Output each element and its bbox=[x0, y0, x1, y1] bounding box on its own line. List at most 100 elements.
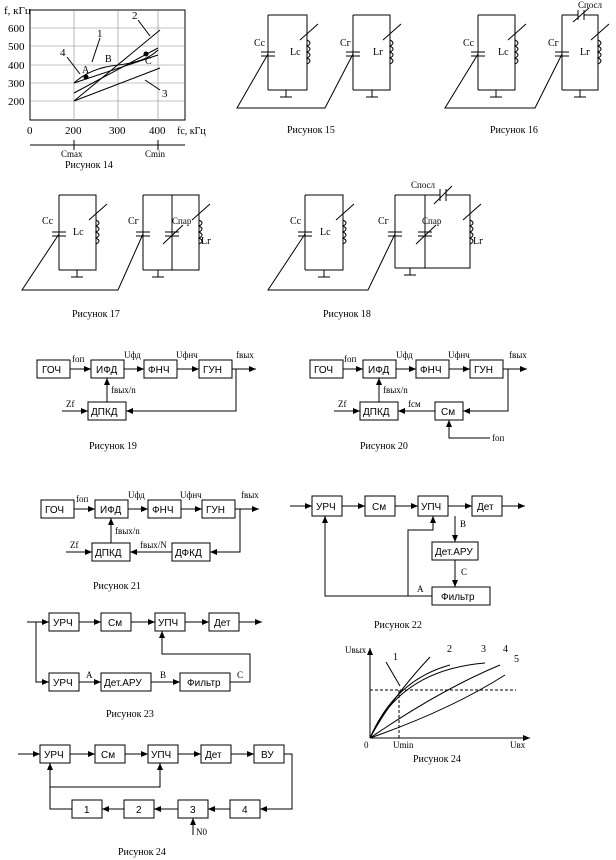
fig18-cpar: Cпар bbox=[422, 216, 442, 226]
fig19-ifd: ИФД bbox=[96, 365, 117, 376]
fig21-fdiv: fвых/n bbox=[115, 526, 140, 536]
fig15-caption: Рисунок 15 bbox=[287, 125, 335, 136]
fig14-caption: Рисунок 14 bbox=[65, 160, 113, 171]
fig19-fnch: ФНЧ bbox=[148, 365, 170, 376]
fig23-filter: Фильтр bbox=[187, 678, 221, 689]
fig14-leader-3 bbox=[144, 79, 161, 91]
fig20-fop2: fоп bbox=[492, 433, 504, 443]
fig20-goch: ГОЧ bbox=[314, 365, 333, 376]
fig24b-sm: См bbox=[101, 750, 115, 761]
fig22-detaru: Дет.АРУ bbox=[435, 547, 473, 558]
fig19-dpkd: ДПКД bbox=[91, 407, 118, 418]
fig21-ufnch: Uфнч bbox=[180, 490, 202, 500]
fig18-caption: Рисунок 18 bbox=[323, 309, 371, 320]
fig19-fop: fоп bbox=[72, 354, 84, 364]
fig19-fdiv: fвых/n bbox=[111, 385, 136, 395]
fig19-gun: ГУН bbox=[203, 365, 222, 376]
fig14-cmax: Cmax bbox=[61, 149, 83, 159]
figure-24-graph bbox=[367, 648, 530, 741]
fig14-leader-4 bbox=[66, 56, 81, 75]
fig16-cg: Cг bbox=[548, 38, 559, 49]
fig14-ytick: 500 bbox=[8, 41, 25, 53]
fig14-leader-1 bbox=[91, 37, 101, 63]
figure-16 bbox=[444, 7, 610, 109]
fig23-urch: УРЧ bbox=[53, 618, 73, 629]
figure-19 bbox=[36, 359, 256, 421]
figure-17 bbox=[21, 194, 211, 291]
fig15-link bbox=[236, 53, 354, 109]
fig15-coil-lg bbox=[388, 39, 394, 65]
fig22-upch: УПЧ bbox=[421, 502, 441, 513]
fig22-urch: УРЧ bbox=[316, 502, 336, 513]
fig24-curve-3 bbox=[369, 662, 486, 739]
fig24b-caption: Рисунок 24 bbox=[118, 847, 166, 858]
fig17-lc: Lс bbox=[73, 227, 84, 238]
fig19-ufd: Uфд bbox=[124, 350, 141, 360]
fig18-lg: Lг bbox=[473, 236, 483, 247]
fig16-caption: Рисунок 16 bbox=[490, 125, 538, 136]
fig22-sm: См bbox=[372, 502, 386, 513]
fig21-goch: ГОЧ bbox=[45, 505, 64, 516]
fig24b-vu: ВУ bbox=[261, 750, 274, 761]
fig20-gun: ГУН bbox=[474, 365, 493, 376]
fig14-ylabel: f, кГц bbox=[4, 5, 31, 17]
fig24-curve-1 bbox=[369, 656, 431, 739]
fig14-xtick: 200 bbox=[65, 125, 82, 137]
fig22-a: А bbox=[417, 584, 424, 594]
fig14-xlabel: fс, кГц bbox=[177, 126, 206, 137]
fig22-filter: Фильтр bbox=[441, 592, 475, 603]
fig17-cpar: Cпар bbox=[172, 216, 192, 226]
fig21-ifd: ИФД bbox=[100, 505, 121, 516]
fig24a-umin: Umin bbox=[393, 740, 414, 750]
fig20-fop: fоп bbox=[344, 354, 356, 364]
fig23-sm: См bbox=[108, 618, 122, 629]
fig23-c: С bbox=[237, 670, 243, 680]
fig18-cg: Cг bbox=[378, 216, 389, 227]
fig24a-curve-label: 1 bbox=[393, 652, 398, 663]
fig15-lg: Lг bbox=[373, 47, 383, 58]
fig18-lc: Lс bbox=[320, 227, 331, 238]
fig23-b: В bbox=[160, 670, 166, 680]
fig17-cc: Cс bbox=[42, 216, 54, 227]
fig16-lc: Lс bbox=[498, 47, 509, 58]
fig14-ytick: 200 bbox=[8, 96, 25, 108]
figure-18 bbox=[267, 185, 482, 291]
fig24a-xlabel: Uвх bbox=[510, 740, 526, 750]
fig15-coil-lc bbox=[305, 39, 311, 65]
fig17-lg: Lг bbox=[201, 236, 211, 247]
fig22-det: Дет bbox=[477, 502, 494, 513]
fig23-urch2: УРЧ bbox=[53, 678, 73, 689]
figure-14 bbox=[29, 9, 186, 150]
fig20-sm: См bbox=[441, 407, 455, 418]
fig19-z: Zf bbox=[66, 399, 75, 409]
fig19-ufnch: Uфнч bbox=[176, 350, 198, 360]
fig16-lg: Lг bbox=[580, 47, 590, 58]
fig23-a: А bbox=[86, 670, 93, 680]
fig21-fout: fвых bbox=[241, 490, 259, 500]
fig14-point-c-label: C bbox=[145, 56, 152, 67]
fig24b-b1: 1 bbox=[84, 805, 90, 816]
fig19-fout: fвых bbox=[236, 350, 254, 360]
fig24a-curve-label: 2 bbox=[447, 644, 452, 655]
fig14-point-c bbox=[143, 51, 149, 57]
fig24b-det: Дет bbox=[205, 750, 222, 761]
fig20-fnch: ФНЧ bbox=[420, 365, 442, 376]
fig24a-origin: 0 bbox=[364, 740, 369, 750]
fig24a-caption: Рисунок 24 bbox=[413, 754, 461, 765]
fig24b-no: N0 bbox=[196, 827, 207, 837]
fig15-lc: Lс bbox=[290, 47, 301, 58]
fig21-fdivN: fвых/N bbox=[140, 540, 167, 550]
fig20-ufnch: Uфнч bbox=[448, 350, 470, 360]
fig21-fnch: ФНЧ bbox=[152, 505, 174, 516]
fig20-ufd: Uфд bbox=[396, 350, 413, 360]
figure-20 bbox=[309, 359, 527, 439]
fig14-point-a-label: A bbox=[82, 65, 90, 76]
figure-15 bbox=[236, 14, 402, 109]
figure-22 bbox=[290, 495, 525, 606]
fig15-cc: Cс bbox=[254, 38, 266, 49]
fig14-point-b-label: B bbox=[105, 54, 112, 65]
figure-21 bbox=[40, 499, 259, 562]
fig24b-upch: УПЧ bbox=[151, 750, 171, 761]
fig14-xtick: 400 bbox=[149, 125, 166, 137]
fig24a-curve-label: 3 bbox=[481, 644, 486, 655]
